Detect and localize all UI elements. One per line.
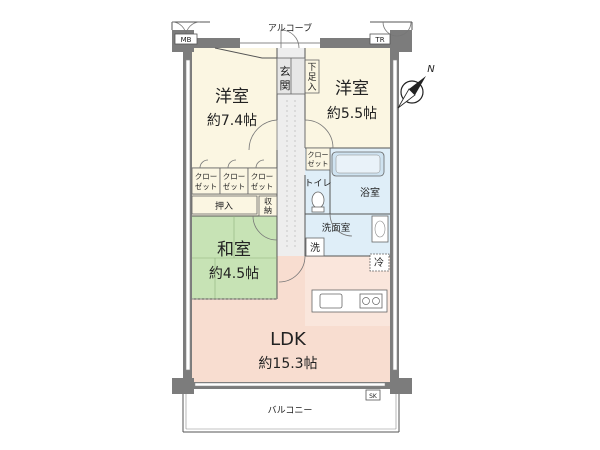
closet-4: クロー ゼット xyxy=(305,147,331,171)
pillar-bottom-left xyxy=(172,378,194,394)
japanese-room-size: 約4.5帖 xyxy=(209,266,259,282)
fridge-box xyxy=(369,253,390,272)
western-room-1-size: 約7.4帖 xyxy=(207,113,257,129)
kitchen-stove xyxy=(359,293,383,309)
closet-2-line1: クロー xyxy=(223,172,246,181)
tatami-lines xyxy=(192,216,277,300)
storage-label-2: 納 xyxy=(264,205,272,215)
oshiire-label: 押入 xyxy=(215,200,233,212)
compass-icon: N xyxy=(397,64,435,109)
bath-label: 浴室 xyxy=(360,186,380,199)
sk-label: SK xyxy=(369,393,378,400)
closet-3: クロー ゼット xyxy=(247,167,278,195)
kitchen-sink xyxy=(319,293,343,309)
compass-north-label: N xyxy=(427,64,435,75)
closet-3-line1: クロー xyxy=(251,172,274,181)
kitchen: 冷 xyxy=(311,253,390,313)
closet-1-line1: クロー xyxy=(195,172,218,181)
shoe-box-label-2: 足 xyxy=(307,72,316,83)
oshiire-storage: 押入 収 納 xyxy=(191,195,278,217)
mb-box xyxy=(174,33,198,45)
japanese-room-floor xyxy=(192,216,277,299)
western-room-2-size: 約5.5帖 xyxy=(327,106,377,122)
room-labels: 洋室 約7.4帖 洋室 約5.5帖 和室 約4.5帖 LDK 約15.3帖 xyxy=(207,79,377,372)
pillar-bottom-right xyxy=(390,378,412,394)
toilet-bowl xyxy=(311,191,325,209)
alcove: アルコーブ MB TR xyxy=(171,21,413,49)
closet-1: クロー ゼット xyxy=(191,167,221,195)
western-room-1-floor xyxy=(192,48,277,168)
washer-box xyxy=(305,237,325,257)
alcove-label: アルコーブ xyxy=(268,22,312,34)
closets: クロー ゼット クロー ゼット クロー ゼット クロー ゼット xyxy=(191,147,331,195)
shoe-box-label-1: 下 xyxy=(307,63,316,73)
fridge-label: 冷 xyxy=(374,256,384,269)
hallway-pattern xyxy=(286,100,296,250)
storage-label-1: 収 xyxy=(264,196,272,206)
closet-3-line2: ゼット xyxy=(251,181,274,191)
tr-box xyxy=(369,33,391,45)
closet-2: クロー ゼット xyxy=(219,167,249,195)
pillar-top-right xyxy=(390,30,412,52)
washer-label: 洗 xyxy=(310,242,320,254)
washroom-label: 洗面室 xyxy=(322,222,351,234)
western-room-2-name: 洋室 xyxy=(335,79,369,99)
ldk-name: LDK xyxy=(270,329,307,350)
ldk-size: 約15.3帖 xyxy=(258,356,317,372)
closet-2-line2: ゼット xyxy=(223,181,246,191)
closet-1-line2: ゼット xyxy=(195,181,218,191)
shoe-box-label-3: 入 xyxy=(307,82,316,93)
balcony-label: バルコニー xyxy=(268,405,313,416)
closet-4-line2: ゼット xyxy=(308,159,329,168)
wet-area: 浴室 トイレ 洗面室 洗 xyxy=(304,151,389,257)
entrance-label-1: 玄 xyxy=(280,64,291,78)
toilet-label: トイレ xyxy=(304,179,331,189)
closet-4-line1: クロー xyxy=(308,151,329,159)
western-room-1-name: 洋室 xyxy=(215,87,249,107)
balcony: バルコニー SK xyxy=(182,389,400,433)
sk-box xyxy=(365,389,381,401)
entrance-label-2: 関 xyxy=(280,79,291,92)
entrance: 玄 関 下 足 入 xyxy=(276,57,320,95)
mb-label: MB xyxy=(181,36,192,44)
tr-label: TR xyxy=(374,36,384,44)
